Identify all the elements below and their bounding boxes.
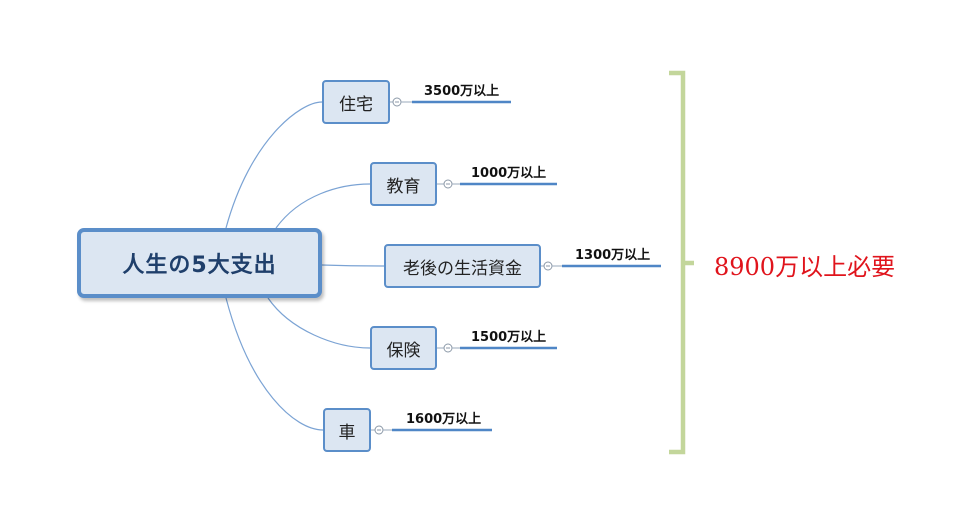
total-summary[interactable]: 8900万以上必要	[714, 253, 896, 281]
topic-retirement-funds[interactable]: 老後の生活資金	[384, 244, 541, 288]
branch-leader	[437, 343, 557, 353]
topic-insurance[interactable]: 保険	[370, 326, 437, 370]
amount-label[interactable]: 1600万以上	[406, 412, 482, 427]
total-bracket	[669, 70, 694, 455]
branch-leader	[437, 179, 557, 189]
branch-leader	[541, 261, 661, 271]
amount-label[interactable]: 1500万以上	[471, 330, 547, 345]
topic-housing[interactable]: 住宅	[322, 80, 390, 124]
amount-label[interactable]: 3500万以上	[424, 84, 500, 99]
branch-leader	[371, 425, 492, 435]
connector-line	[275, 183, 371, 229]
connector-line	[225, 297, 324, 431]
topic-car[interactable]: 車	[323, 408, 371, 452]
connector-line	[267, 297, 371, 349]
amount-label[interactable]: 1000万以上	[471, 166, 547, 181]
connector-line	[225, 101, 323, 229]
topic-education[interactable]: 教育	[370, 162, 437, 206]
branch-leader	[390, 97, 511, 107]
connector-line	[321, 264, 385, 267]
amount-label[interactable]: 1300万以上	[575, 248, 651, 263]
root-topic[interactable]: 人生の5大支出	[77, 228, 322, 298]
